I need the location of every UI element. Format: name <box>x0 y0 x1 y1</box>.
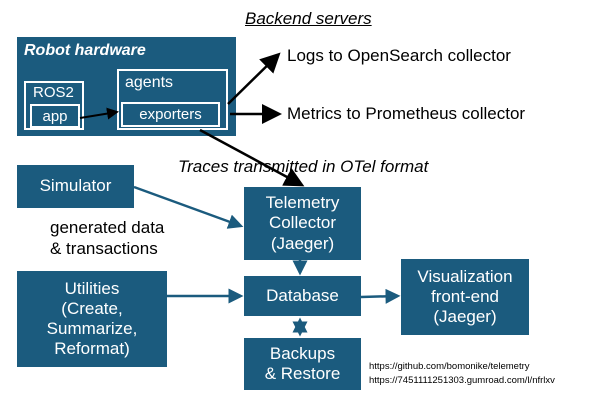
backend-servers-heading: Backend servers <box>245 9 372 28</box>
agents-label: agents <box>125 74 174 91</box>
ros2-box <box>24 81 84 130</box>
simulator-caption: generated data & transactions <box>50 218 165 259</box>
metrics-output-label: Metrics to Prometheus collector <box>287 104 526 123</box>
traces-arrow <box>199 128 305 187</box>
app-label: app <box>42 107 68 125</box>
gumroad-link[interactable]: https://7451111251303.gumroad.com/l/nfrl… <box>369 375 555 386</box>
traces-caption: Traces transmitted in OTel format <box>178 157 429 176</box>
github-link[interactable]: https://github.com/bomonike/telemetry <box>369 361 530 372</box>
simulator-to-collector-arrow <box>133 185 244 229</box>
ros2-label: ROS2 <box>33 84 74 101</box>
app-box: app <box>30 104 80 128</box>
exporters-label: exporters <box>139 106 202 123</box>
app-to-exporters-arrow <box>79 107 119 120</box>
logs-arrow <box>227 52 281 105</box>
database-to-visualization-arrow <box>360 288 401 304</box>
robot-hardware-title: Robot hardware <box>24 42 146 59</box>
visualization-box: Visualization front-end (Jaeger) <box>401 259 529 335</box>
exporters-box: exporters <box>121 102 220 127</box>
agents-box <box>117 69 228 130</box>
backups-box: Backups & Restore <box>244 338 361 390</box>
logs-output-label: Logs to OpenSearch collector <box>287 46 511 65</box>
database-box: Database <box>244 276 361 316</box>
utilities-box: Utilities (Create, Summarize, Reformat) <box>17 271 167 367</box>
telemetry-collector-box: Telemetry Collector (Jaeger) <box>244 187 361 260</box>
simulator-box: Simulator <box>17 165 134 208</box>
robot-hardware-panel <box>17 37 236 136</box>
